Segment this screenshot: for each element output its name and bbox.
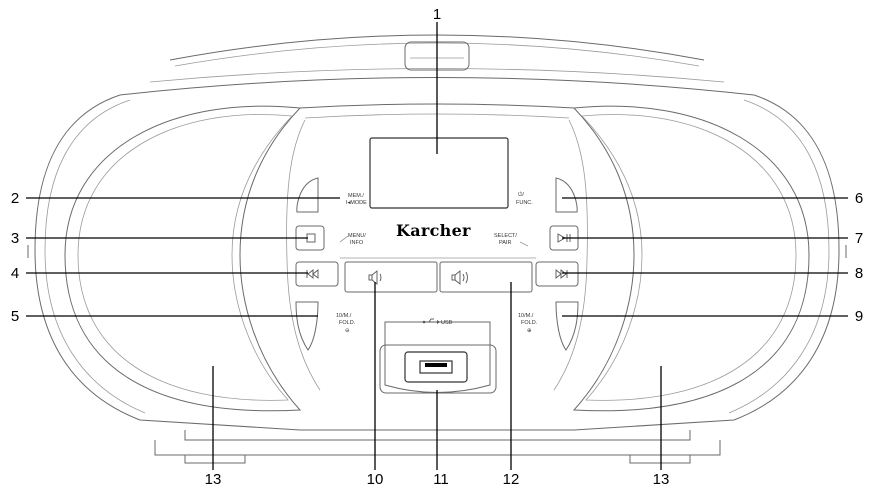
skip-previous-icon [306,269,319,279]
callout-9: 9 [855,308,863,325]
usb-label: USB [441,320,453,326]
usb-socket [419,360,453,374]
volume-down-icon [368,270,382,285]
lcd-display [369,137,509,209]
usb-area: USB [379,318,497,394]
left-button-column [295,177,339,351]
callout-10: 10 [367,471,384,488]
callout-2: 2 [11,190,19,207]
skip-next-icon [555,269,568,279]
previous-button[interactable] [295,261,339,287]
mem-mode-label-line2: I◂MODE [346,200,367,206]
fold-minus-label-line2: FOLD. [339,320,356,326]
menu-info-label-line2: INFO [350,240,364,246]
next-button[interactable] [535,261,579,287]
volume-down-button[interactable] [344,261,438,293]
callout-5: 5 [11,308,19,325]
power-func-label-line2: FUNC. [516,200,533,206]
fold-minus-symbol: ⊖ [345,328,350,334]
usb-port[interactable] [404,351,468,383]
volume-buttons [340,257,536,293]
panel-labels: MEM./ I◂MODE ⏻/ FUNC. MENU/ INFO SELECT/… [336,191,538,334]
fold-plus-symbol: ⊕ [527,328,532,334]
power-func-button[interactable] [555,177,578,213]
callout-13-left: 13 [205,471,222,488]
mem-mode-label-line1: MEM./ [348,193,364,199]
fold-plus-label-line1: 10/M./ [518,313,534,319]
fold-plus-button[interactable] [555,301,579,351]
fold-minus-button[interactable] [295,301,319,351]
fold-minus-label-line1: 10/M./ [336,313,352,319]
left-speaker [64,105,321,412]
usb-icon [422,318,440,324]
menu-info-label-line1: MENU/ [348,233,366,239]
callout-7: 7 [855,230,863,247]
power-func-label-line1: ⏻/ [518,191,524,198]
callout-4: 4 [11,265,19,282]
select-pair-label-line2: PAIR [499,240,511,246]
volume-up-button[interactable] [439,261,533,293]
volume-up-icon [451,270,468,285]
callout-numbers: 1 2 3 4 5 6 7 8 9 10 11 12 13 13 [11,6,863,488]
callout-6: 6 [855,190,863,207]
fold-plus-label-line2: FOLD. [521,320,538,326]
callout-8: 8 [855,265,863,282]
callout-13-right: 13 [653,471,670,488]
brand-logo: Karcher [396,221,471,240]
select-pair-label-line1: SELECT/ [494,233,517,239]
callout-leaders [26,22,848,470]
stop-icon [306,233,316,243]
mem-mode-button[interactable] [296,177,319,213]
callout-12: 12 [503,471,520,488]
right-button-column [535,177,579,351]
callout-11: 11 [433,471,449,488]
callout-1: 1 [433,6,441,23]
right-speaker [553,105,810,412]
callout-3: 3 [11,230,19,247]
